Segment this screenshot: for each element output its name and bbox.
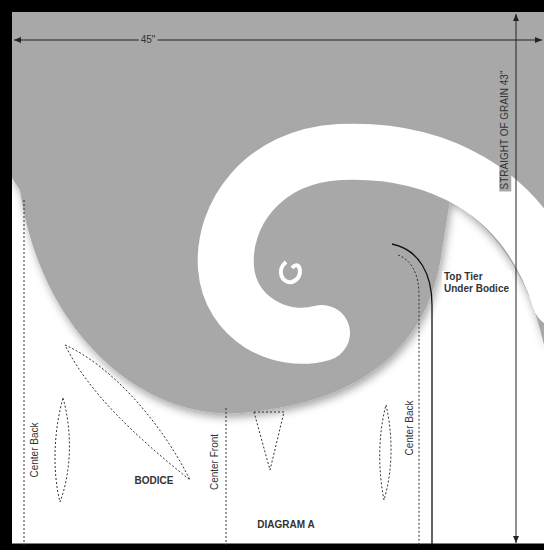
spiral-channel bbox=[226, 152, 544, 336]
piece-label: Top Tier Under Bodice bbox=[442, 271, 512, 294]
width-dimension-label: 45" bbox=[139, 34, 158, 46]
center-front-line bbox=[226, 408, 227, 545]
fold-label: Center Back bbox=[404, 398, 416, 457]
dart bbox=[254, 412, 284, 470]
fold-label: Center Front bbox=[209, 432, 221, 492]
piece-label: BODICE bbox=[133, 475, 176, 487]
dart bbox=[380, 405, 391, 500]
width-dimension bbox=[14, 40, 542, 41]
dart bbox=[55, 398, 69, 502]
grain-dimension bbox=[516, 14, 517, 543]
grain-dimension-label: STRAIGHT OF GRAIN 43" bbox=[499, 69, 511, 192]
dart bbox=[65, 345, 190, 480]
diagram-label: DIAGRAM A bbox=[255, 519, 316, 531]
fold-label: Center Back bbox=[29, 420, 41, 479]
center-back-line bbox=[24, 200, 25, 545]
top-tier-line bbox=[392, 244, 432, 545]
center-back-line bbox=[398, 255, 419, 545]
spiral-curl bbox=[281, 262, 300, 282]
spiral-core bbox=[274, 250, 310, 286]
fabric bbox=[12, 12, 544, 545]
